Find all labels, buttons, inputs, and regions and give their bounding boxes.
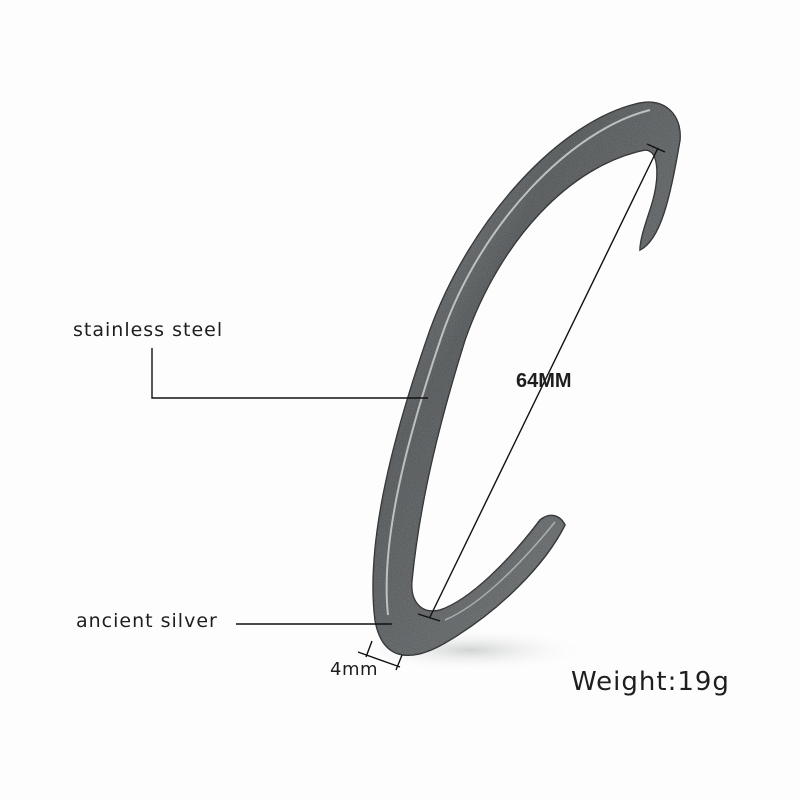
width-tick-right bbox=[395, 654, 403, 671]
bangle-texture bbox=[373, 102, 681, 656]
width-label: 4mm bbox=[330, 659, 379, 680]
bangle-highlight bbox=[385, 109, 651, 616]
diameter-tick-top bbox=[646, 143, 666, 153]
width-dimension-line bbox=[357, 651, 401, 668]
bangle-end-highlight bbox=[444, 521, 556, 621]
diameter-tick-bottom bbox=[417, 613, 441, 622]
diameter-line bbox=[429, 147, 659, 618]
width-tick-left bbox=[365, 640, 373, 658]
diameter-label: 64MM bbox=[516, 370, 572, 392]
leader-line-material bbox=[151, 348, 428, 399]
weight-label: Weight:19g bbox=[571, 667, 730, 697]
finish-label: ancient silver bbox=[76, 610, 218, 632]
material-label: stainless steel bbox=[73, 319, 224, 341]
